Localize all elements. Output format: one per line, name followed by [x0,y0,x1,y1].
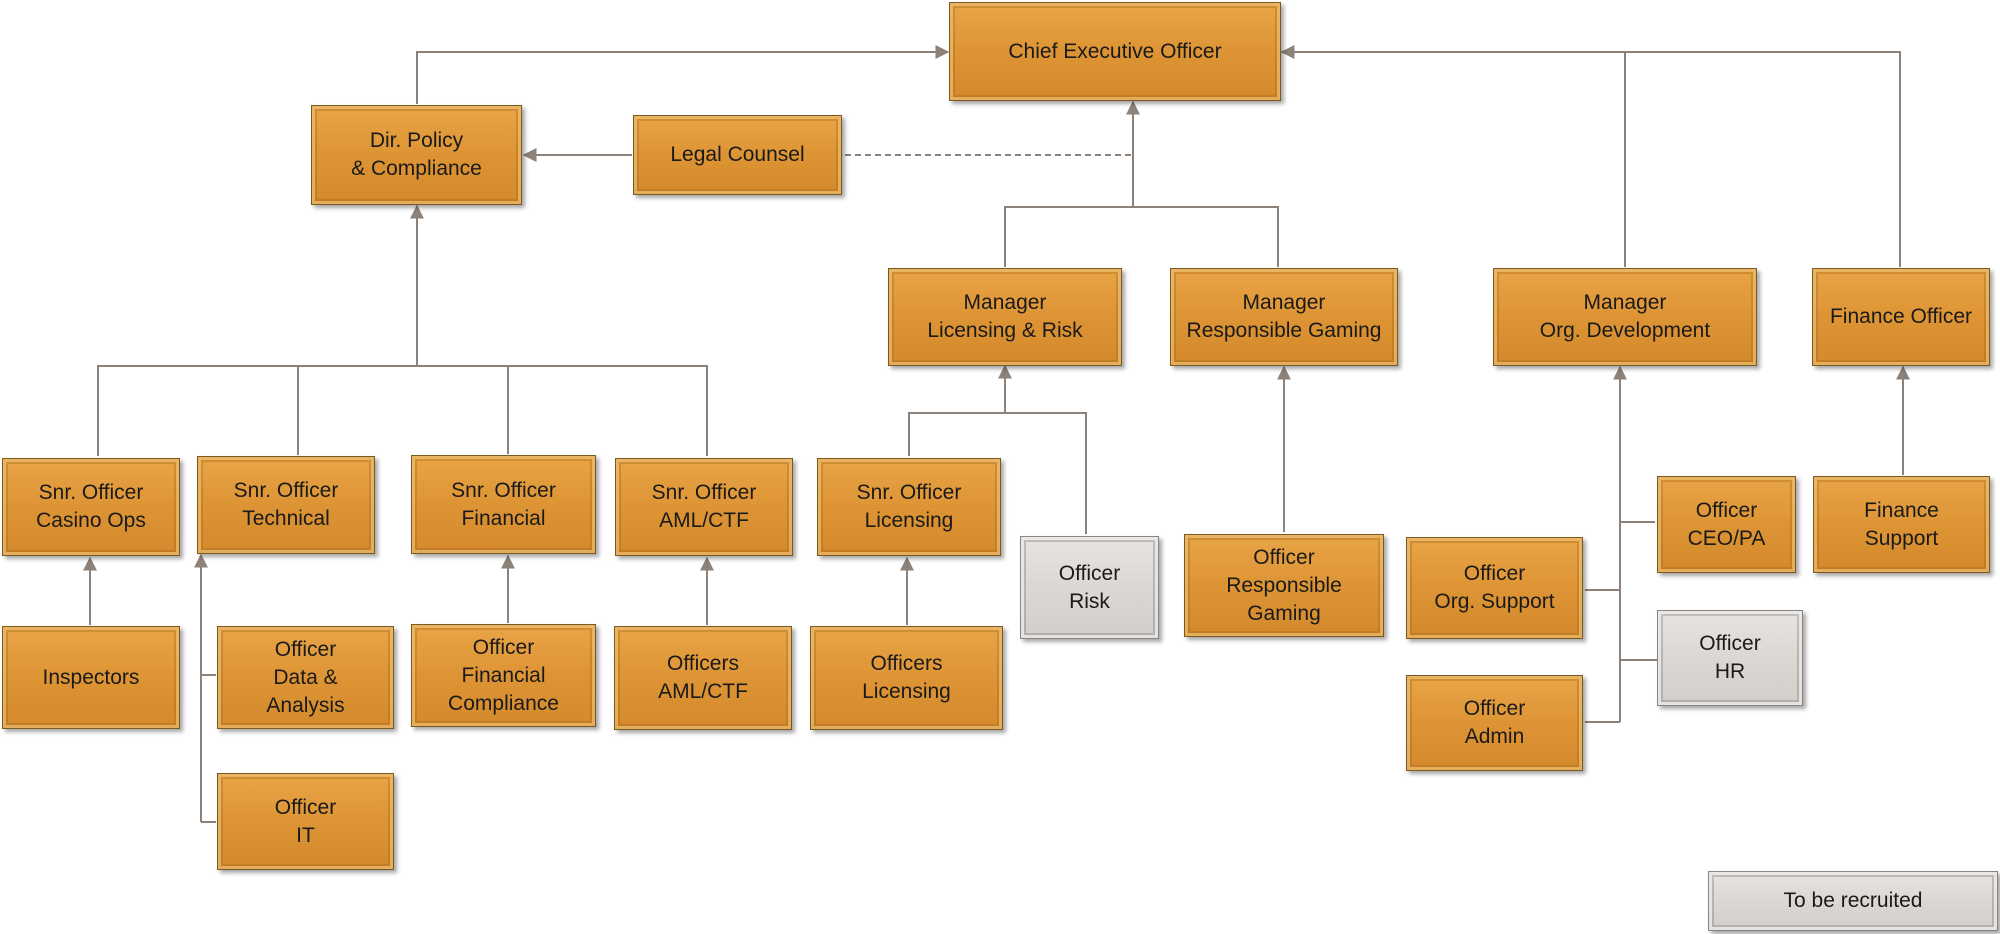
line-dir-to-ceo [416,45,950,104]
snr-licensing-box: Snr. Officer Licensing [817,458,1001,556]
officer-org-support-label: Officer Org. Support [1434,562,1555,613]
officer-hr-label: Officer HR [1699,632,1761,683]
officers-licensing-label: Officers Licensing [862,652,951,703]
inspectors-label: Inspectors [42,665,140,689]
officer-ceo-pa-box: Officer CEO/PA [1657,476,1796,573]
inspectors-box: Inspectors [2,626,180,729]
officer-it-label: Officer IT [274,795,337,847]
dir-policy-label: Dir. Policy & Compliance [351,129,482,180]
snr-financial-box: Snr. Officer Financial [411,455,596,554]
officer-ceo-pa-label: Officer CEO/PA [1687,498,1766,550]
finance-officer-box: Finance Officer [1812,268,1990,366]
mgr-responsible-box: Manager Responsible Gaming [1170,268,1398,366]
mgr-responsible-label: Manager Responsible Gaming [1186,291,1382,342]
officer-data-label: Officer Data & Analysis [266,637,345,717]
finance-officer-label: Finance Officer [1829,305,1972,328]
officer-fin-compliance-box: Officer Financial Compliance [411,624,596,727]
snr-casino-label: Snr. Officer Casino Ops [36,481,146,532]
officer-hr-box: Officer HR [1657,610,1803,706]
officer-responsible-label: Officer Responsible Gaming [1226,545,1342,625]
mgr-org-dev-label: Manager Org. Development [1539,291,1711,342]
mgr-org-dev-box: Manager Org. Development [1493,268,1757,366]
snr-aml-box: Snr. Officer AML/CTF [615,458,793,556]
legal-counsel-box: Legal Counsel [633,115,842,195]
officer-risk-label: Officer Risk [1058,561,1121,613]
line-snr-bus [97,365,708,456]
snr-licensing-label: Snr. Officer Licensing [856,481,962,532]
dir-policy-box: Dir. Policy & Compliance [311,105,522,205]
mgr-licensing-label: Manager Licensing & Risk [927,291,1083,342]
legend-label: To be recruited [1783,889,1923,912]
officer-org-support-box: Officer Org. Support [1406,537,1583,639]
legend-to-be-recruited: To be recruited [1708,871,1998,931]
line-data-it-to-tech [201,555,216,823]
line-lic-bus [908,412,1087,534]
snr-casino-box: Snr. Officer Casino Ops [2,458,180,556]
line-org-branches [1585,521,1657,723]
snr-technical-label: Snr. Officer Technical [233,479,339,530]
line-managers-bus [1004,206,1279,267]
officer-data-box: Officer Data & Analysis [217,626,394,729]
ceo-box: Chief Executive Officer [949,2,1281,101]
officer-admin-label: Officer Admin [1463,697,1526,748]
officers-aml-box: Officers AML/CTF [614,626,792,730]
snr-financial-label: Snr. Officer Financial [451,478,556,530]
officer-it-box: Officer IT [217,773,394,870]
finance-support-box: Finance Support [1813,476,1990,573]
officer-fin-compliance-label: Officer Financial Compliance [448,635,559,715]
officer-responsible-box: Officer Responsible Gaming [1184,534,1384,637]
legal-counsel-label: Legal Counsel [670,143,805,166]
officers-aml-label: Officers AML/CTF [658,652,748,703]
line-finance-to-ceo [1280,45,1901,267]
officers-licensing-box: Officers Licensing [810,626,1003,730]
officer-admin-box: Officer Admin [1406,675,1583,771]
mgr-licensing-box: Manager Licensing & Risk [888,268,1122,366]
officer-risk-box: Officer Risk [1020,536,1159,639]
snr-aml-label: Snr. Officer AML/CTF [651,481,757,532]
finance-support-label: Finance Support [1864,498,1939,550]
snr-technical-box: Snr. Officer Technical [197,456,375,554]
ceo-label: Chief Executive Officer [1008,39,1222,63]
